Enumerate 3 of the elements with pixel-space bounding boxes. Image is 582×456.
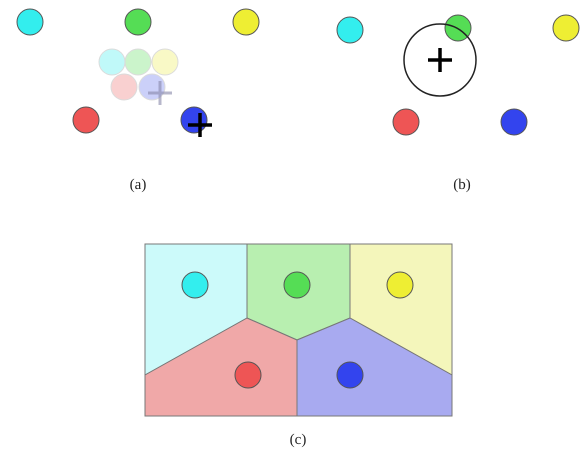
panel-label: (b) bbox=[453, 177, 471, 194]
panel-label: (a) bbox=[130, 177, 146, 194]
panel-label: (c) bbox=[290, 432, 306, 449]
